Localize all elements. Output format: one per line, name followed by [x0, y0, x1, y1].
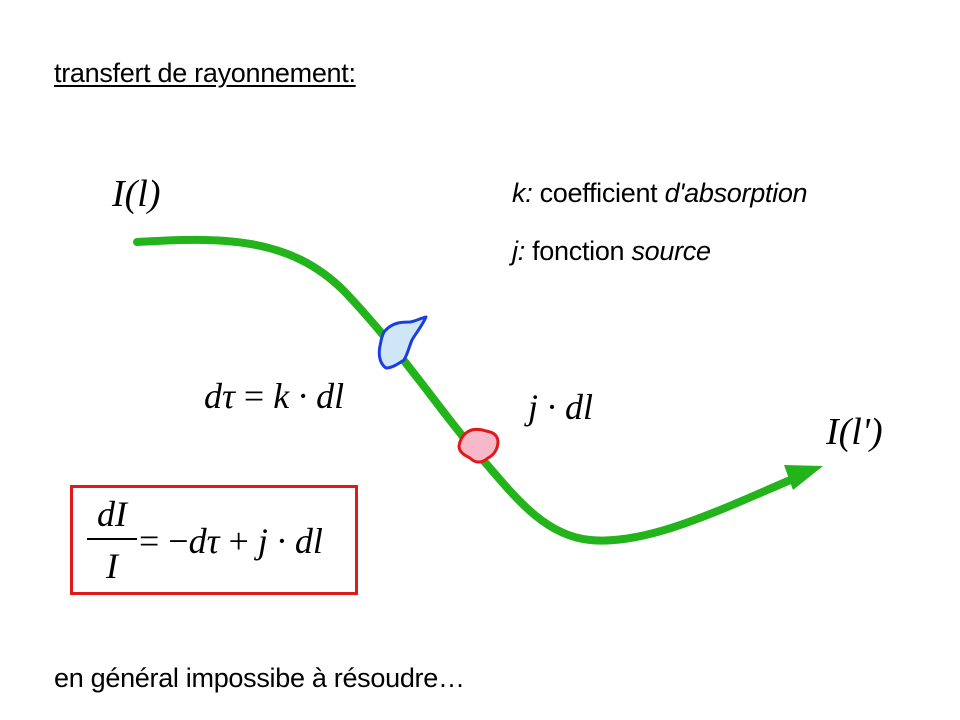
legend-j-italic: source [631, 236, 711, 266]
legend-j: j: fonction source [512, 236, 711, 267]
intensity-end-label: I(l') [826, 411, 883, 453]
legend-k-text: coefficient [539, 178, 658, 208]
ray-arrowhead-icon [784, 465, 823, 490]
legend-k-italic: d'absorption [664, 178, 808, 208]
equation-emission-term: j · dl [257, 521, 323, 561]
emitter-blob-icon [457, 427, 500, 464]
legend-j-text: fonction [532, 236, 625, 266]
emission-label: j · dl [528, 387, 594, 427]
equation-dtau: dτ [188, 521, 220, 561]
equation-equals-minus: = − [139, 521, 189, 561]
equation-plus: + [228, 521, 249, 561]
transfer-equation-box: dI I = −dτ + j · dl [70, 485, 358, 595]
equation-fraction: dI I [87, 494, 137, 586]
dtau-definition: dτ = k · dl [204, 375, 344, 417]
equation-numerator: dI [97, 494, 127, 534]
absorber-blob-icon [377, 315, 428, 370]
fraction-bar [87, 538, 137, 540]
equation-rhs: = −dτ + j · dl [139, 520, 323, 562]
equation-denominator: I [106, 546, 118, 586]
dtau-rhs: k · dl [273, 376, 345, 416]
legend-j-symbol: j: [512, 236, 525, 266]
dtau-lhs: dτ [204, 376, 235, 416]
page-title: transfert de rayonnement: [54, 58, 356, 88]
dtau-equals: = [243, 376, 265, 416]
intensity-start-label: I(l) [112, 173, 161, 215]
footer-note: en général impossibe à résoudre… [54, 663, 465, 693]
legend-k-symbol: k: [512, 178, 533, 208]
legend-k: k: coefficient d'absorption [512, 178, 808, 209]
